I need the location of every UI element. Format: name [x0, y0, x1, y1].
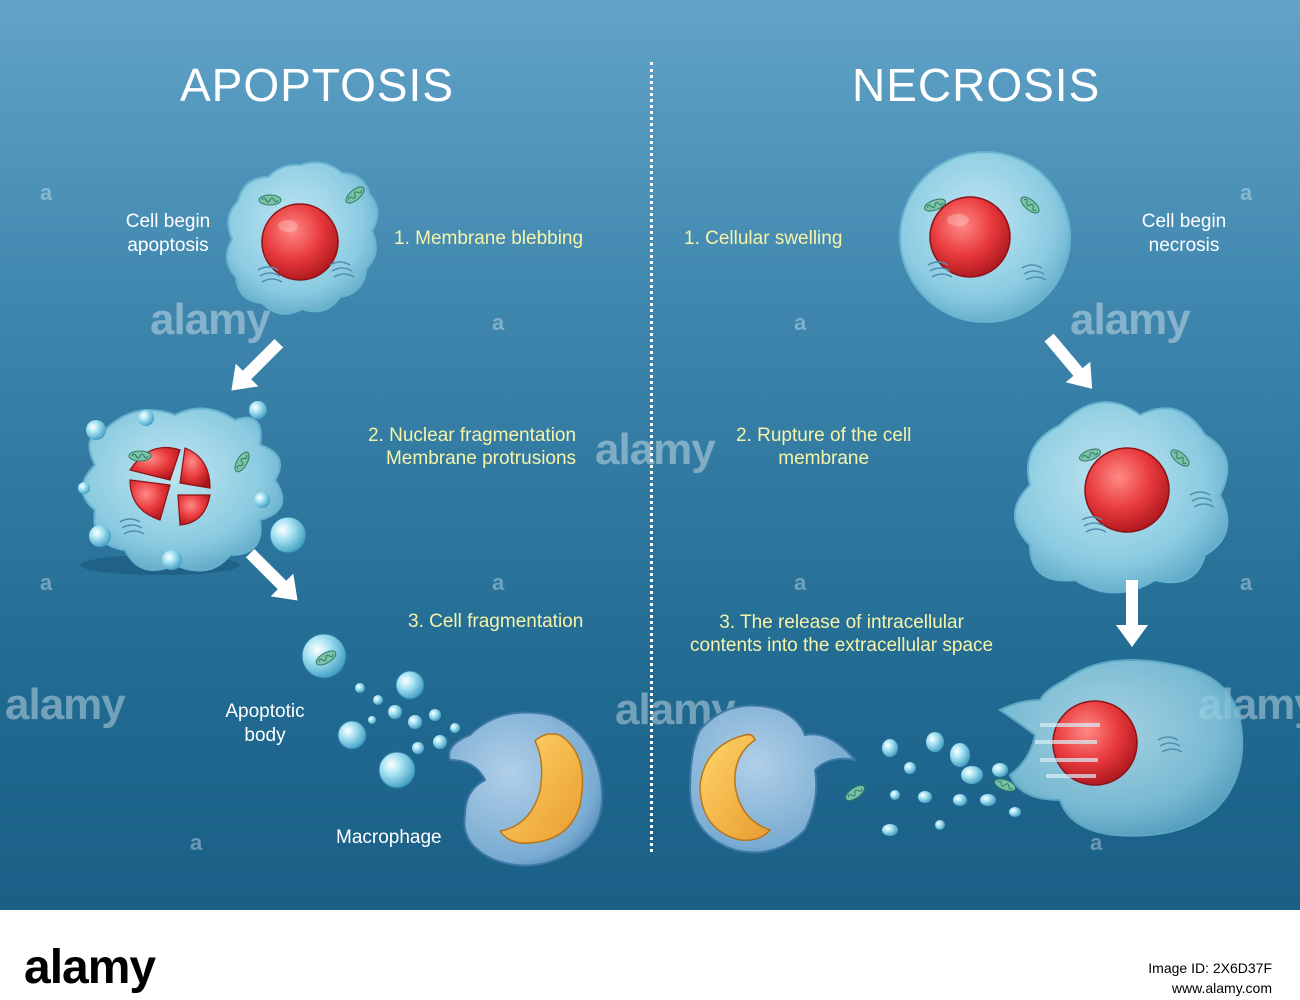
title-apoptosis: APOPTOSIS: [180, 59, 455, 111]
necrosis-step3: 3. The release of intracellular contents…: [690, 611, 993, 657]
watermark: alamy: [5, 680, 126, 729]
watermark-mark: a: [1090, 830, 1103, 855]
label-line: necrosis: [1148, 235, 1220, 256]
necrosis-step2: 2. Rupture of the cell membrane: [736, 424, 911, 470]
label-line: membrane: [778, 448, 870, 469]
watermark-mark: a: [794, 310, 807, 335]
label-line: body: [244, 725, 286, 746]
watermark: alamy: [150, 295, 271, 344]
watermark: alamy: [1070, 295, 1191, 344]
footer-brand: alamy: [24, 941, 156, 994]
label-line: 3. The release of intracellular: [719, 612, 964, 633]
necrosis-step1: 1. Cellular swelling: [684, 228, 843, 249]
label-line: Cell begin: [1141, 211, 1227, 232]
label-line: 2. Rupture of the cell: [736, 425, 912, 446]
watermark-mark: a: [40, 180, 53, 205]
label-line: Cell begin: [125, 211, 211, 232]
apoptosis-start-label: Cell begin apoptosis: [112, 210, 224, 258]
apoptosis-step2: 2. Nuclear fragmentation Membrane protru…: [368, 424, 576, 470]
necrosis-cell-swelling: [899, 151, 1071, 323]
watermark-mark: a: [1240, 180, 1253, 205]
macrophage-right: [688, 704, 858, 854]
arrow-down-left: [220, 331, 291, 402]
watermark: alamy: [595, 425, 716, 474]
necrosis-cell-ruptured: [998, 659, 1244, 837]
arrow-down-right: [1036, 327, 1105, 400]
watermark-mark: a: [1240, 570, 1253, 595]
necrosis-start-label: Cell begin necrosis: [1128, 210, 1240, 258]
site-url: www.alamy.com: [1171, 980, 1272, 996]
title-necrosis: NECROSIS: [852, 59, 1101, 111]
label-line: Apoptotic: [225, 701, 305, 722]
cell-artwork: [78, 151, 1244, 867]
label-line: contents into the extracellular space: [690, 635, 994, 656]
apoptosis-cell-blebbing: [225, 161, 379, 315]
label-line: Membrane protrusions: [385, 448, 577, 469]
diagram-panel: alamy alamy alamy alamy alamy alamy a a …: [0, 0, 1300, 910]
apoptotic-bodies: [269, 516, 460, 789]
apoptosis-step1: 1. Membrane blebbing: [394, 228, 584, 249]
footer-bar: alamy Image ID: 2X6D37F www.alamy.com: [0, 910, 1300, 1000]
arrow-down-right: [238, 541, 309, 612]
macrophage-left: [448, 711, 604, 867]
label-line: apoptosis: [127, 235, 209, 256]
image-id: Image ID: 2X6D37F: [1148, 960, 1272, 976]
label-line: 2. Nuclear fragmentation: [368, 425, 577, 446]
watermark-mark: a: [190, 830, 203, 855]
watermark-mark: a: [492, 570, 505, 595]
macrophage-label: Macrophage: [336, 827, 442, 848]
apoptosis-step3: 3. Cell fragmentation: [408, 611, 584, 632]
necrosis-cell-rupture: [1014, 401, 1229, 594]
watermark-mark: a: [40, 570, 53, 595]
apoptosis-cell-protrusions: [78, 401, 284, 575]
released-contents: [842, 732, 1021, 836]
apoptotic-body-label: Apoptotic body: [215, 700, 315, 748]
watermark-mark: a: [492, 310, 505, 335]
watermark-mark: a: [794, 570, 807, 595]
center-divider: [650, 62, 653, 852]
